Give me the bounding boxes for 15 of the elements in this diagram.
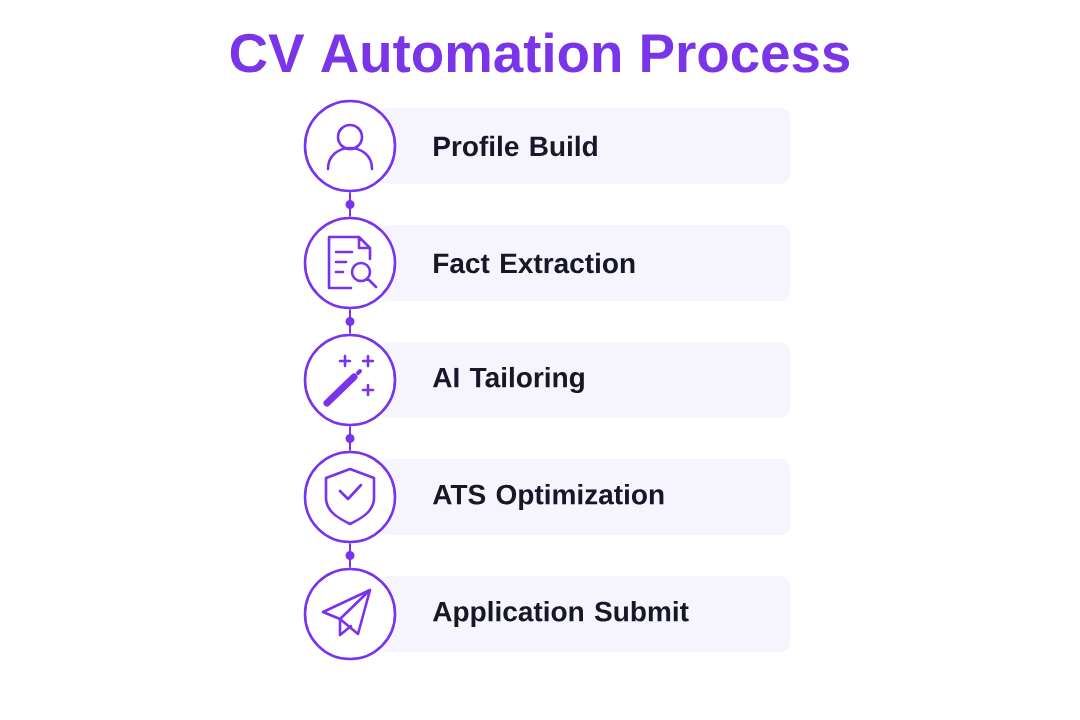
step-circle: [303, 99, 397, 193]
step-circle: [303, 450, 397, 544]
step-band: Application Submit: [378, 576, 791, 652]
connector-line: [345, 542, 355, 569]
connector-line: [345, 308, 355, 335]
step-circle: [303, 567, 397, 661]
step-circle: [303, 333, 397, 427]
title: CV Automation Process: [230, 32, 850, 73]
connector-line: [345, 191, 355, 218]
step-band: Fact Extraction: [378, 225, 791, 301]
step-band: ATS Optimization: [378, 459, 791, 535]
step-band: Profile Build: [378, 108, 791, 184]
step-circle: [303, 216, 397, 310]
connector-line: [345, 425, 355, 452]
step-band: AI Tailoring: [378, 342, 791, 418]
